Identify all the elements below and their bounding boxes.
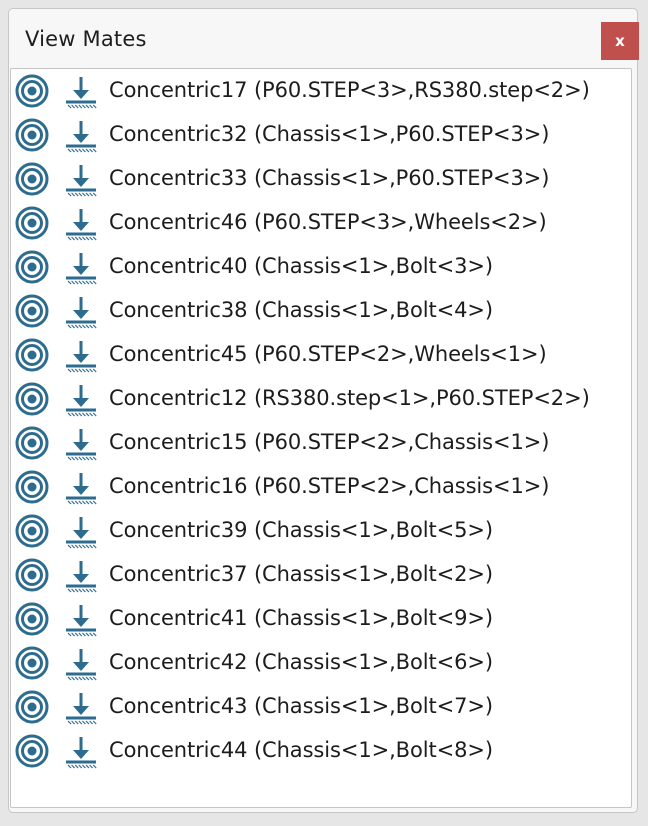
mate-label: Concentric37 (Chassis<1>,Bolt<2>) — [109, 562, 493, 586]
close-button[interactable]: x — [601, 22, 639, 60]
mate-label: Concentric33 (Chassis<1>,P60.STEP<3>) — [109, 166, 550, 190]
mate-row[interactable]: Concentric37 (Chassis<1>,Bolt<2>) — [11, 553, 631, 597]
mate-row[interactable]: Concentric42 (Chassis<1>,Bolt<6>) — [11, 641, 631, 685]
close-icon: x — [615, 32, 625, 50]
mate-label: Concentric38 (Chassis<1>,Bolt<4>) — [109, 298, 493, 322]
concentric-mate-icon — [15, 734, 49, 768]
concentric-mate-icon — [15, 338, 49, 372]
fixed-ground-icon — [66, 165, 97, 197]
fixed-ground-icon — [66, 737, 97, 769]
fixed-ground-icon — [66, 693, 97, 725]
mate-row[interactable]: Concentric15 (P60.STEP<2>,Chassis<1>) — [11, 421, 631, 465]
concentric-mate-icon — [15, 162, 49, 196]
concentric-mate-icon — [15, 602, 49, 636]
fixed-ground-icon — [66, 297, 97, 329]
fixed-ground-icon — [66, 121, 97, 153]
mate-label: Concentric16 (P60.STEP<2>,Chassis<1>) — [109, 474, 550, 498]
fixed-ground-icon — [66, 517, 97, 549]
concentric-mate-icon — [15, 382, 49, 416]
mate-row[interactable]: Concentric16 (P60.STEP<2>,Chassis<1>) — [11, 465, 631, 509]
concentric-mate-icon — [15, 514, 49, 548]
fixed-ground-icon — [66, 385, 97, 417]
mate-label: Concentric39 (Chassis<1>,Bolt<5>) — [109, 518, 493, 542]
mate-label: Concentric32 (Chassis<1>,P60.STEP<3>) — [109, 122, 550, 146]
mate-row[interactable]: Concentric39 (Chassis<1>,Bolt<5>) — [11, 509, 631, 553]
mate-row[interactable]: Concentric38 (Chassis<1>,Bolt<4>) — [11, 289, 631, 333]
mate-row[interactable]: Concentric45 (P60.STEP<2>,Wheels<1>) — [11, 333, 631, 377]
concentric-mate-icon — [15, 558, 49, 592]
view-mates-panel: View Mates x Concentric17 (P60.STEP<3>,R… — [8, 8, 639, 813]
title-bar: View Mates x — [9, 9, 639, 67]
fixed-ground-icon — [66, 77, 97, 109]
concentric-mate-icon — [15, 74, 49, 108]
concentric-mate-icon — [15, 690, 49, 724]
mate-row[interactable]: Concentric32 (Chassis<1>,P60.STEP<3>) — [11, 113, 631, 157]
mate-row[interactable]: Concentric46 (P60.STEP<3>,Wheels<2>) — [11, 201, 631, 245]
mate-label: Concentric44 (Chassis<1>,Bolt<8>) — [109, 738, 493, 762]
fixed-ground-icon — [66, 209, 97, 241]
mate-row[interactable]: Concentric41 (Chassis<1>,Bolt<9>) — [11, 597, 631, 641]
concentric-mate-icon — [15, 294, 49, 328]
panel-title: View Mates — [25, 27, 147, 51]
mate-label: Concentric15 (P60.STEP<2>,Chassis<1>) — [109, 430, 550, 454]
mate-label: Concentric43 (Chassis<1>,Bolt<7>) — [109, 694, 493, 718]
mate-row[interactable]: Concentric43 (Chassis<1>,Bolt<7>) — [11, 685, 631, 729]
concentric-mate-icon — [15, 646, 49, 680]
mate-row[interactable]: Concentric40 (Chassis<1>,Bolt<3>) — [11, 245, 631, 289]
concentric-mate-icon — [15, 250, 49, 284]
mate-row[interactable]: Concentric12 (RS380.step<1>,P60.STEP<2>) — [11, 377, 631, 421]
fixed-ground-icon — [66, 561, 97, 593]
mate-row[interactable]: Concentric44 (Chassis<1>,Bolt<8>) — [11, 729, 631, 773]
fixed-ground-icon — [66, 649, 97, 681]
mate-row[interactable]: Concentric17 (P60.STEP<3>,RS380.step<2>) — [11, 69, 631, 113]
mate-label: Concentric17 (P60.STEP<3>,RS380.step<2>) — [109, 78, 590, 102]
concentric-mate-icon — [15, 426, 49, 460]
concentric-mate-icon — [15, 206, 49, 240]
concentric-mate-icon — [15, 118, 49, 152]
concentric-mate-icon — [15, 470, 49, 504]
mate-row[interactable]: Concentric33 (Chassis<1>,P60.STEP<3>) — [11, 157, 631, 201]
mate-label: Concentric42 (Chassis<1>,Bolt<6>) — [109, 650, 493, 674]
mate-label: Concentric41 (Chassis<1>,Bolt<9>) — [109, 606, 493, 630]
fixed-ground-icon — [66, 429, 97, 461]
mate-label: Concentric12 (RS380.step<1>,P60.STEP<2>) — [109, 386, 590, 410]
fixed-ground-icon — [66, 605, 97, 637]
mate-label: Concentric46 (P60.STEP<3>,Wheels<2>) — [109, 210, 547, 234]
fixed-ground-icon — [66, 341, 97, 373]
fixed-ground-icon — [66, 473, 97, 505]
mate-label: Concentric40 (Chassis<1>,Bolt<3>) — [109, 254, 493, 278]
fixed-ground-icon — [66, 253, 97, 285]
mate-label: Concentric45 (P60.STEP<2>,Wheels<1>) — [109, 342, 547, 366]
mates-list[interactable]: Concentric17 (P60.STEP<3>,RS380.step<2>)… — [10, 68, 632, 808]
